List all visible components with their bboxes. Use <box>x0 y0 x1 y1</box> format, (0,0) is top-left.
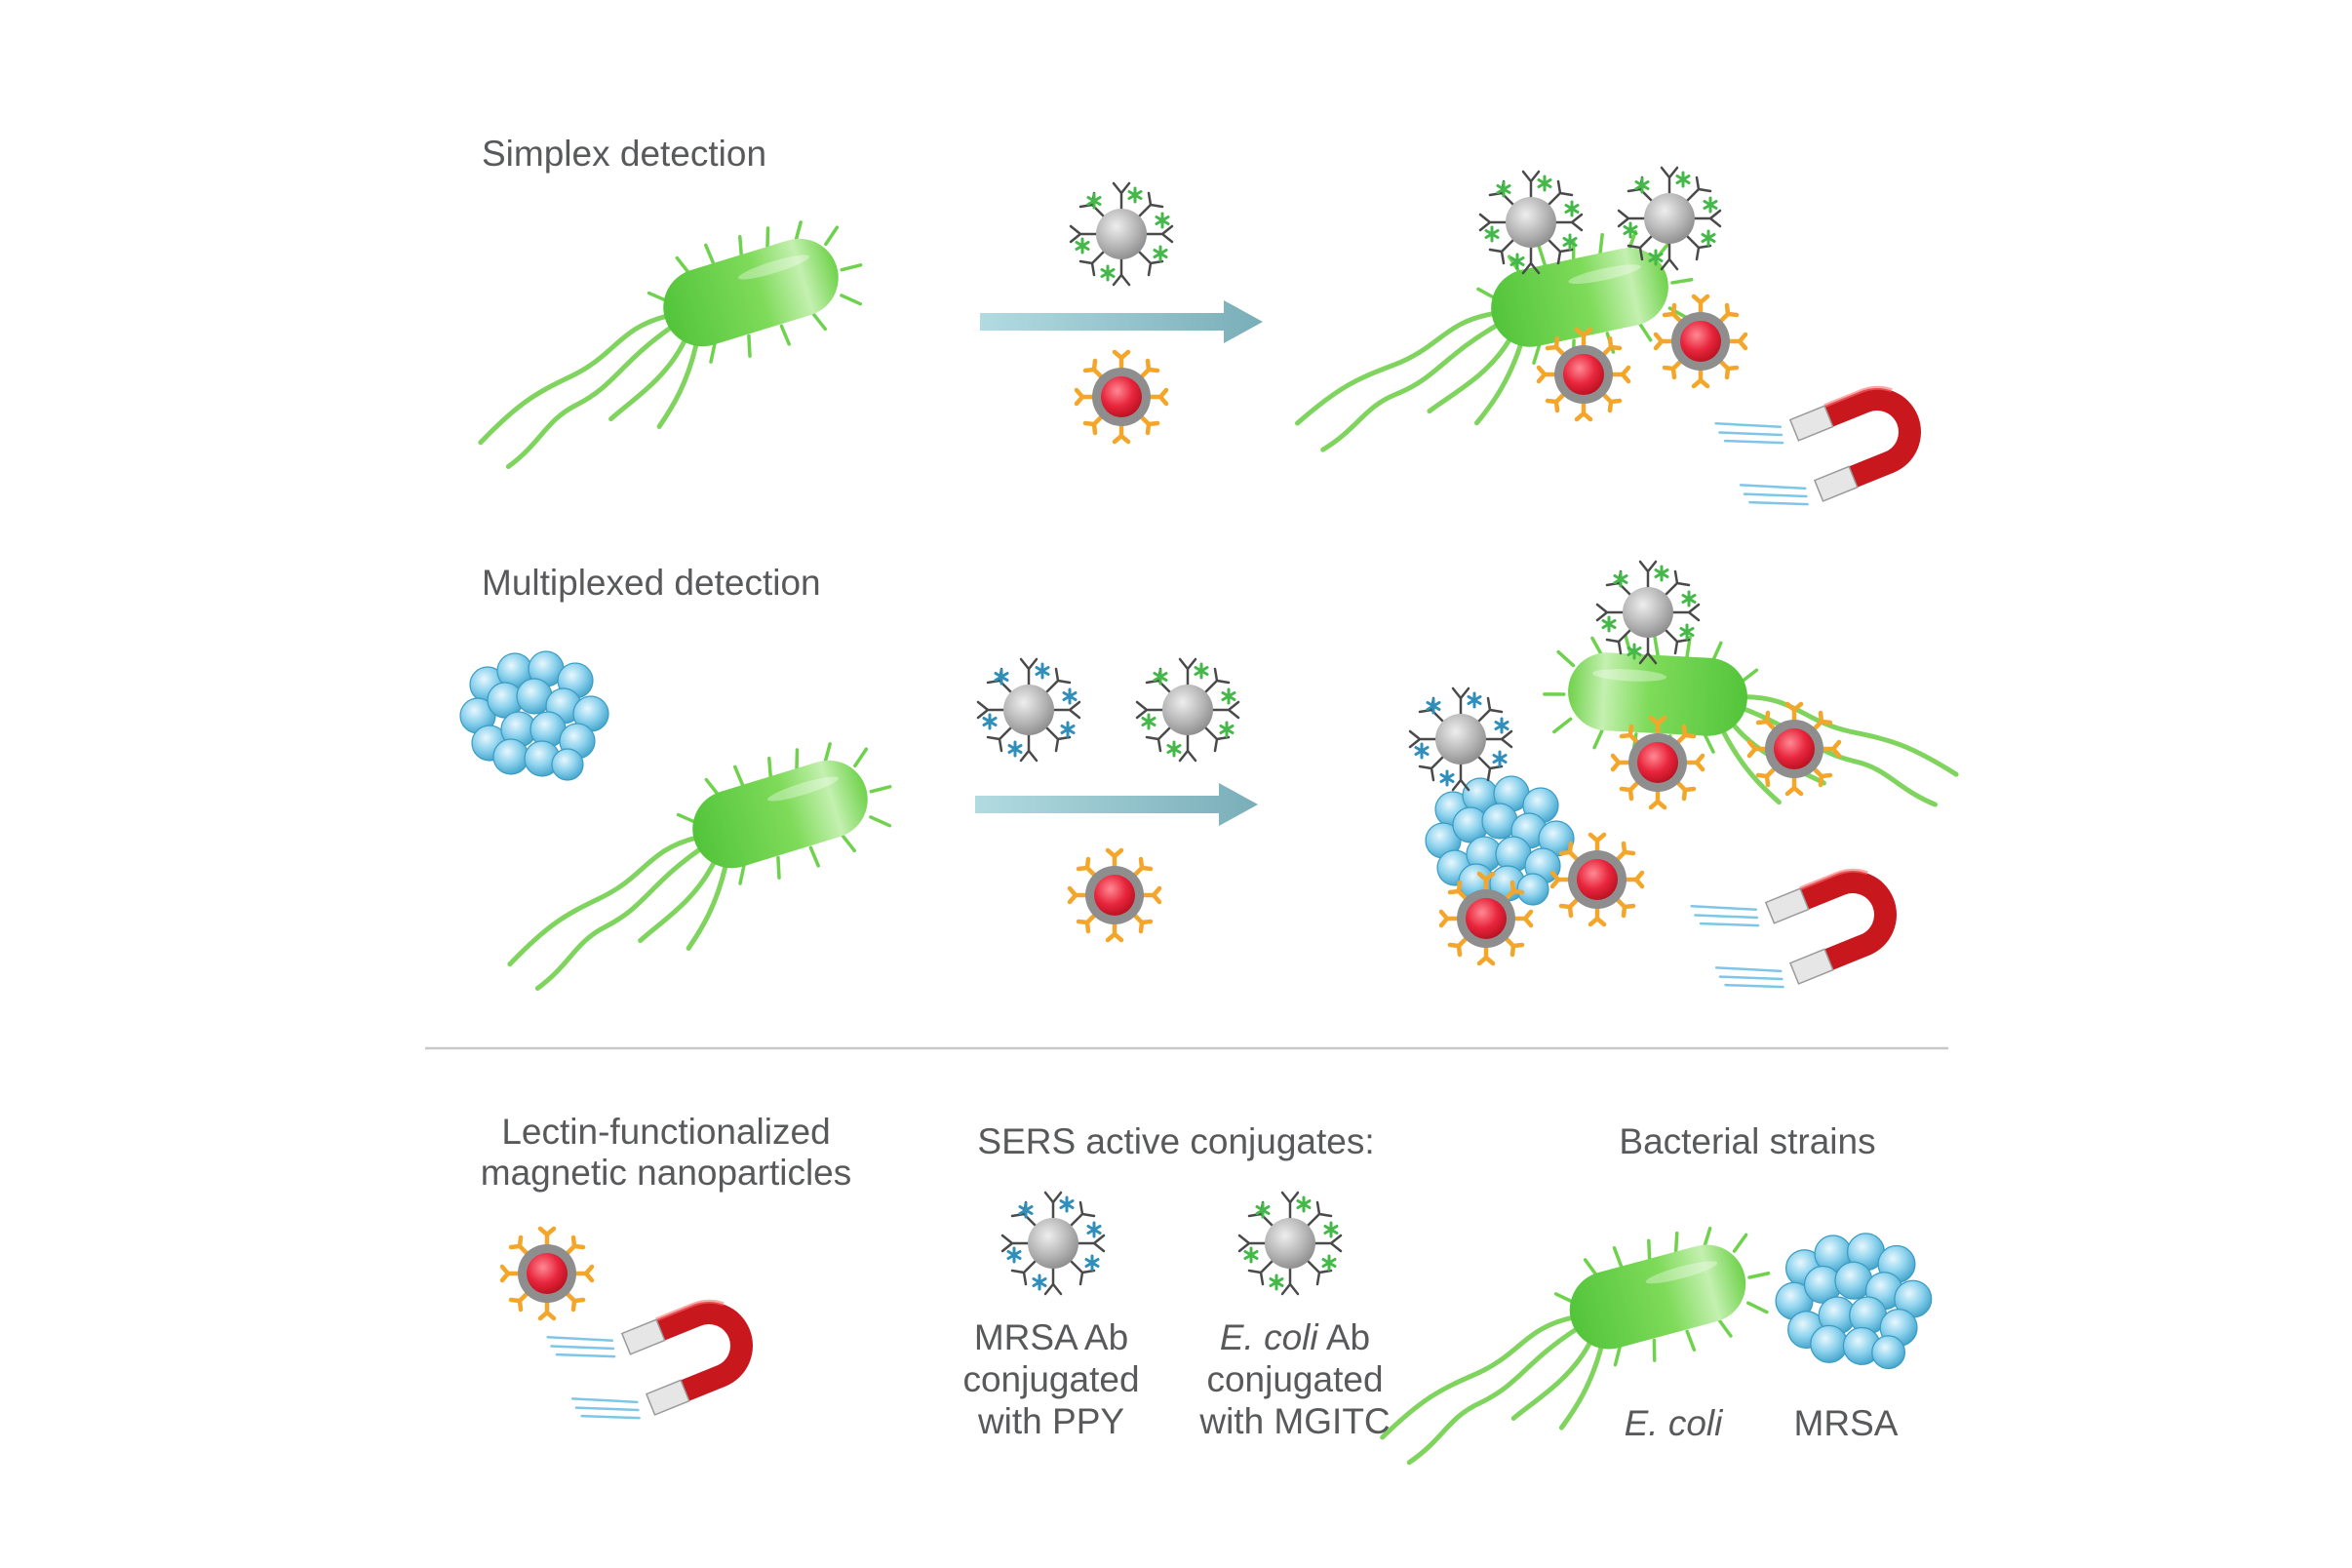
legend-ecoli-ab-species: E. coli <box>1219 1317 1318 1357</box>
multiplexed-reaction-arrow-icon <box>975 783 1258 826</box>
multiplexed-magnetic-nanoparticle-icon <box>1070 850 1159 940</box>
legend-magnetic-title-line1: Lectin-functionalized <box>501 1112 831 1152</box>
multiplexed-ecoli-ab-conjugate-icon <box>1137 659 1238 761</box>
simplex-magnetic-nanoparticle-icon <box>1077 352 1166 442</box>
legend-ecoli-ab-conjugate-icon <box>1239 1193 1341 1294</box>
legend-magnetic-nanoparticle-icon <box>502 1229 592 1318</box>
multiplexed-result-mrsa-ab-icon <box>1410 688 1511 790</box>
legend-mrsa-ab-conjugate-icon <box>1002 1193 1104 1294</box>
multiplexed-result-complex <box>1410 562 1963 1012</box>
multiplexed-magnet-icon <box>1689 833 1912 1012</box>
legend-sers-title: SERS active conjugates: <box>977 1121 1375 1161</box>
multiplexed-mrsa-ab-conjugate-icon <box>978 659 1079 761</box>
multiplexed-result-ecoli-icon <box>1540 630 1963 811</box>
legend-ecoli-ab-line3: with MGITC <box>1199 1401 1391 1441</box>
simplex-ecoli-icon <box>445 204 888 478</box>
legend-mrsa-icon <box>1775 1233 1933 1370</box>
legend-mrsa-ab-line1: MRSA Ab <box>973 1317 1129 1357</box>
legend-mrsa-label: MRSA <box>1793 1403 1899 1443</box>
simplex-reaction-arrow-icon <box>980 300 1263 343</box>
legend-magnetic-title-line2: magnetic nanoparticles <box>480 1153 852 1193</box>
legend-ecoli-label: E. coli <box>1624 1403 1723 1443</box>
simplex-ecoli-ab-conjugate-icon <box>1071 183 1172 285</box>
legend-mrsa-ab-line3: with PPY <box>977 1401 1125 1441</box>
simplex-result-mnp-2-icon <box>1656 296 1745 386</box>
multiplexed-mrsa-icon <box>459 650 609 781</box>
legend-ecoli-ab-line1: E. coli Ab <box>1220 1316 1370 1359</box>
legend-mrsa-ab-line2: conjugated <box>962 1359 1140 1399</box>
simplex-result-ab-conjugate-1-icon <box>1480 172 1582 273</box>
multiplexed-result-ecoli-ab-icon <box>1597 562 1699 663</box>
simplex-magnet-icon <box>1713 350 1937 529</box>
legend-ecoli-icon <box>1351 1211 1793 1473</box>
multiplexed-title: Multiplexed detection <box>482 563 821 603</box>
legend-ecoli-ab-line2: conjugated <box>1206 1359 1384 1399</box>
simplex-result-complex <box>1272 168 1937 529</box>
legend-magnet-icon <box>545 1264 768 1443</box>
simplex-title: Simplex detection <box>482 134 767 174</box>
legend-ecoli-ab-suffix: Ab <box>1317 1317 1371 1357</box>
legend-bacteria-title: Bacterial strains <box>1619 1121 1876 1161</box>
simplex-result-ecoli-icon <box>1272 216 1711 459</box>
